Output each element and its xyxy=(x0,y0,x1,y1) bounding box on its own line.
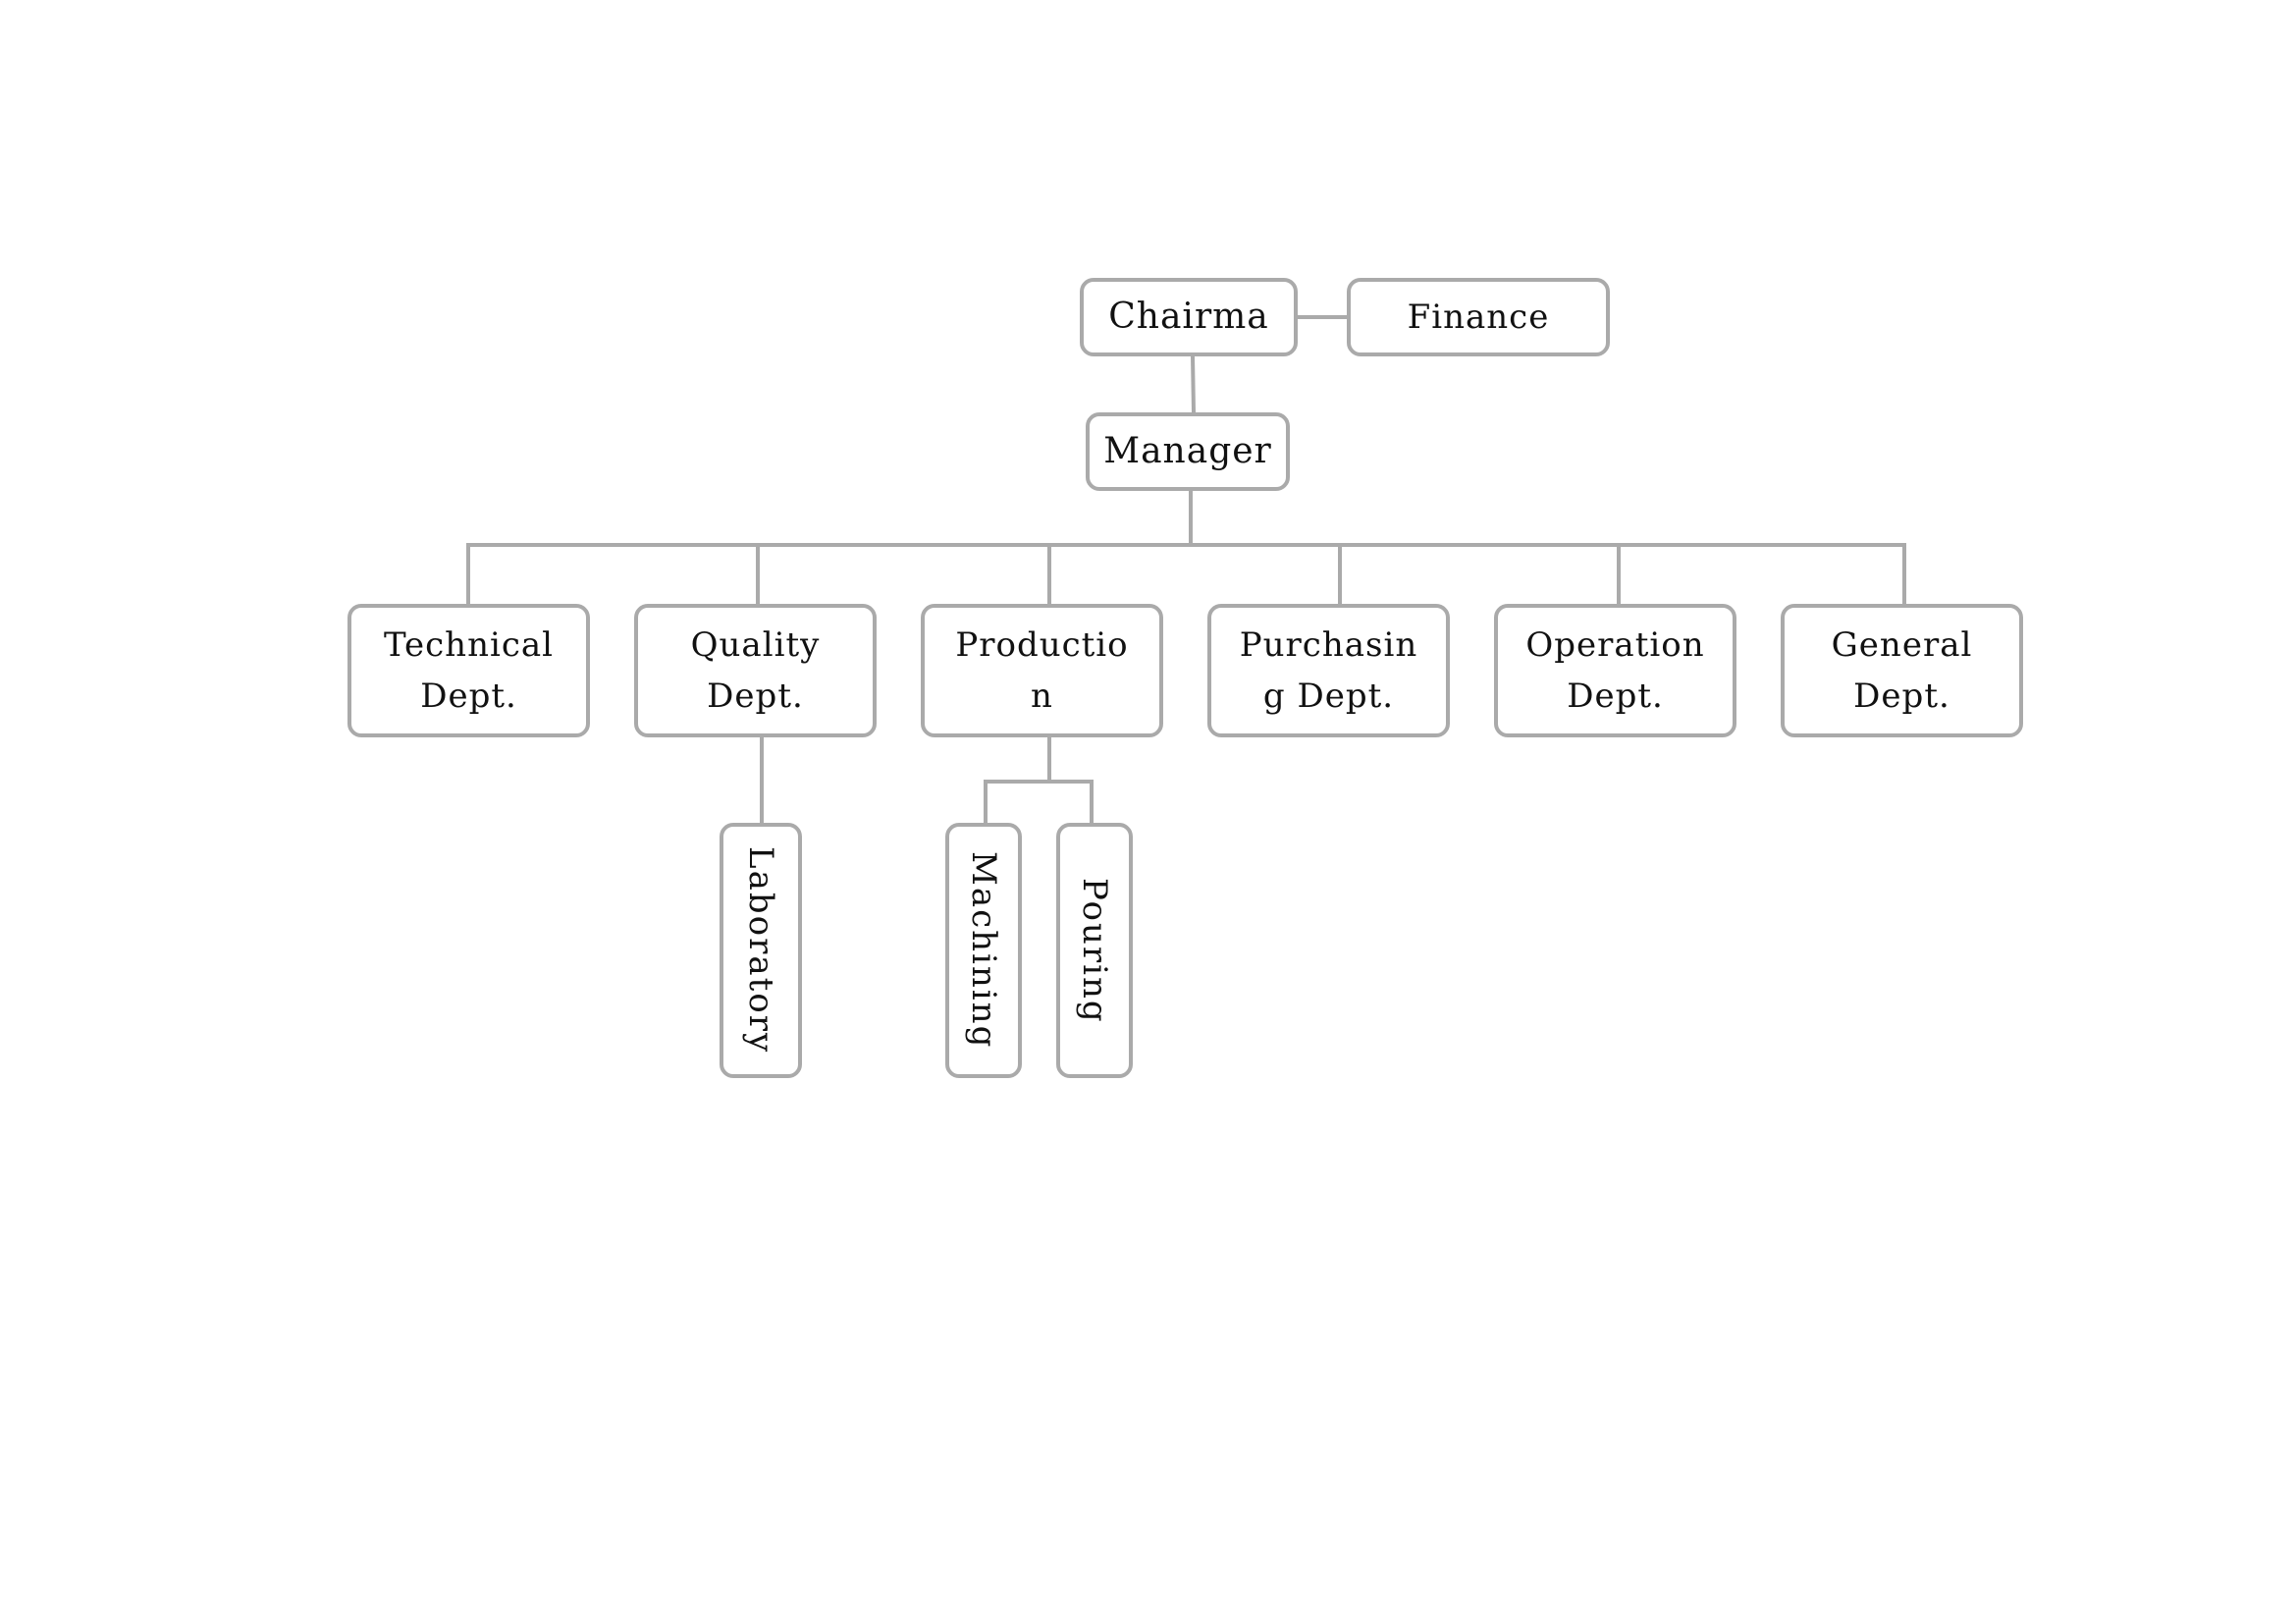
node-manager: Manager xyxy=(1086,412,1290,491)
node-purchasing-dept-label: Purchasin g Dept. xyxy=(1239,625,1418,716)
node-pouring: Pouring xyxy=(1056,823,1133,1078)
node-general-dept-label: General Dept. xyxy=(1831,625,1973,716)
node-production: Productio n xyxy=(921,604,1163,737)
node-production-label: Productio n xyxy=(955,625,1129,716)
connector-chairman-manager xyxy=(1190,353,1197,415)
node-quality-dept-label: Quality Dept. xyxy=(690,625,821,716)
node-laboratory-label: Laboratory xyxy=(741,846,780,1055)
node-general-dept: General Dept. xyxy=(1781,604,2023,737)
node-finance-label: Finance xyxy=(1407,298,1550,337)
node-pouring-label: Pouring xyxy=(1075,877,1114,1024)
node-operation-dept: Operation Dept. xyxy=(1494,604,1736,737)
node-chairman: Chairma xyxy=(1080,278,1298,356)
node-finance: Finance xyxy=(1347,278,1610,356)
node-laboratory: Laboratory xyxy=(720,823,802,1078)
node-chairman-label: Chairma xyxy=(1108,297,1269,337)
node-technical-dept: Technical Dept. xyxy=(347,604,590,737)
node-technical-dept-label: Technical Dept. xyxy=(383,625,555,716)
node-manager-label: Manager xyxy=(1103,431,1272,471)
node-quality-dept: Quality Dept. xyxy=(634,604,877,737)
node-machining-label: Machining xyxy=(964,851,1003,1050)
node-operation-dept-label: Operation Dept. xyxy=(1525,625,1705,716)
node-machining: Machining xyxy=(945,823,1022,1078)
node-purchasing-dept: Purchasin g Dept. xyxy=(1207,604,1450,737)
